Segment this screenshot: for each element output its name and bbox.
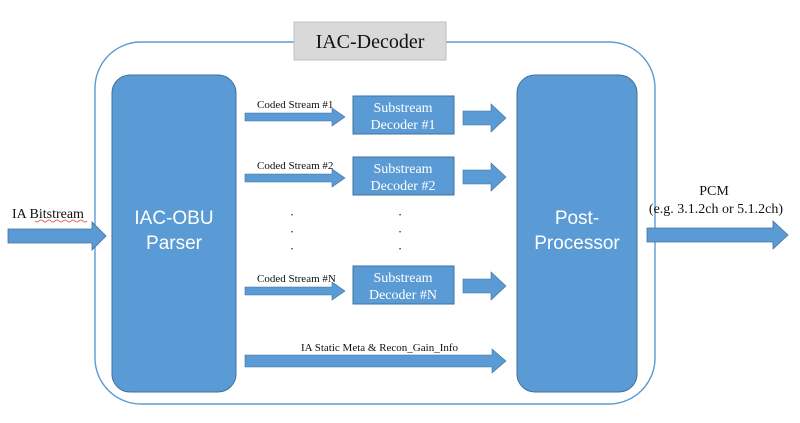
substream-decoder-label-line1: Substream (373, 271, 432, 286)
output-label-line1: PCM (699, 184, 729, 199)
output-label-line2: (e.g. 3.1.2ch or 5.1.2ch) (649, 202, 783, 217)
substream-decoder-label-line2: Decoder #2 (371, 179, 436, 194)
meta-arrow (244, 348, 507, 374)
coded-stream-label: Coded Stream #2 (257, 160, 333, 172)
output-arrow (646, 220, 789, 250)
parser-block (111, 74, 237, 393)
coded-stream-label: Coded Stream #1 (257, 99, 333, 111)
decoder-output-arrow (462, 271, 507, 301)
substream-decoder-block (352, 156, 455, 196)
ellipsis-dot: · (290, 241, 294, 256)
input-arrow (7, 221, 107, 251)
coded-stream-label: Coded Stream #N (257, 273, 336, 285)
ellipsis-dot: · (398, 207, 402, 222)
ellipsis-dot: · (398, 241, 402, 256)
substream-decoder-block (352, 265, 455, 305)
ellipsis-dot: · (398, 224, 402, 239)
substream-decoder-label-line2: Decoder #1 (371, 118, 436, 133)
ellipsis-dot: · (290, 224, 294, 239)
coded-stream-arrow (244, 107, 346, 127)
input-label: IA Bitstream (12, 207, 84, 222)
title: IAC-Decoder (316, 31, 425, 53)
ellipsis-dot: · (290, 207, 294, 222)
post-processor-label-line1: Post- (555, 208, 599, 229)
spellcheck-underline (34, 219, 88, 223)
substream-decoder-block (352, 95, 455, 135)
title-box (293, 21, 447, 61)
parser-label-line2: Parser (146, 233, 203, 254)
post-processor-block (516, 74, 638, 393)
parser-label-line1: IAC-OBU (134, 208, 213, 229)
decoder-output-arrow (462, 103, 507, 133)
substream-decoder-label-line2: Decoder #N (369, 288, 437, 303)
substream-decoder-label-line1: Substream (373, 162, 432, 177)
decoder-output-arrow (462, 162, 507, 192)
coded-stream-arrow (244, 168, 346, 188)
post-processor-label-line2: Processor (534, 233, 620, 254)
meta-label: IA Static Meta & Recon_Gain_Info (301, 342, 459, 354)
coded-stream-arrow (244, 281, 346, 301)
substream-decoder-label-line1: Substream (373, 101, 432, 116)
